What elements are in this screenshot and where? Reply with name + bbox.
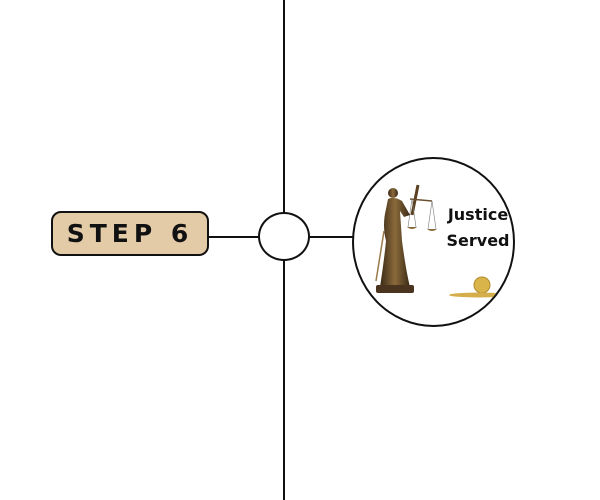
lady-justice-statue-icon: [375, 184, 437, 293]
connector-right: [307, 236, 353, 238]
gold-coins-icon: [449, 276, 509, 298]
step-card-circle: [352, 157, 515, 327]
card-title: Justice Served: [430, 202, 526, 254]
step-label: STEP 6: [51, 211, 209, 256]
card-title-line2: Served: [446, 231, 510, 250]
timeline-node: [258, 212, 310, 261]
connector-left: [205, 236, 259, 238]
card-title-line1: Justice: [447, 205, 509, 224]
